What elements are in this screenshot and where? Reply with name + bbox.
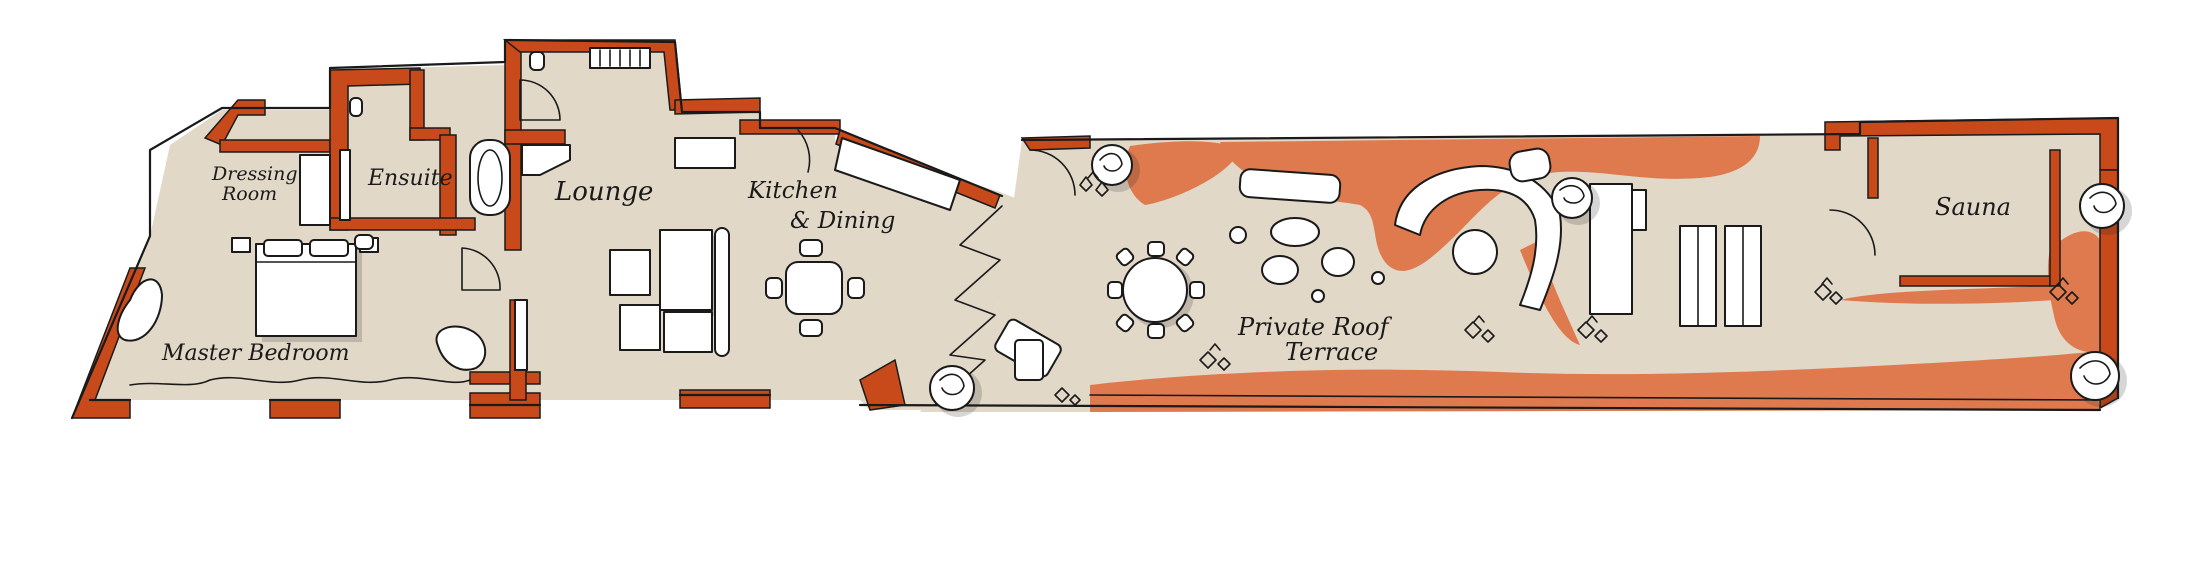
wall-lounge-bottom-left bbox=[469, 371, 541, 385]
plant-icon bbox=[2049, 277, 2079, 305]
wall-lounge-bottom bbox=[679, 389, 771, 409]
room-label-terrace-line2: Terrace bbox=[1285, 338, 1378, 366]
plant-icon bbox=[1577, 315, 1608, 343]
kitchen-island bbox=[834, 137, 961, 211]
dining-table-icon bbox=[765, 239, 865, 337]
wall-dressing-mid bbox=[219, 139, 331, 153]
planting-bed-right bbox=[2047, 231, 2100, 353]
tree-icon bbox=[2070, 351, 2127, 407]
wall-bedroom-bottom-1 bbox=[269, 399, 341, 419]
tree-icon bbox=[1551, 177, 1600, 225]
plants bbox=[929, 144, 2132, 417]
pouf bbox=[1321, 247, 1355, 277]
room-label-dressing-line1: Dressing bbox=[211, 163, 298, 185]
room-label-dressing-line2: Room bbox=[221, 183, 277, 205]
folding-doors bbox=[934, 205, 1003, 406]
door-swing-icon bbox=[1829, 209, 1876, 256]
planting-bed-sauna-front bbox=[1840, 286, 2060, 304]
planting-bed-top bbox=[1125, 141, 1240, 205]
wardrobe bbox=[299, 154, 331, 226]
stool bbox=[1311, 289, 1325, 303]
room-labels: Dressing Room Ensuite Lounge Kitchen & D… bbox=[161, 163, 2011, 366]
door-swings bbox=[461, 79, 1876, 406]
wall-sauna-right bbox=[2049, 149, 2061, 287]
wall-lounge-left bbox=[504, 39, 522, 251]
wall-sauna-bottom bbox=[1899, 275, 2051, 287]
terrace-bench bbox=[1589, 183, 1633, 315]
pouf bbox=[1270, 217, 1320, 247]
room-label-kitchen-line2: & Dining bbox=[790, 208, 895, 234]
ensuite-vanity bbox=[521, 144, 571, 176]
toilet-2 bbox=[529, 51, 545, 71]
door-swing-icon bbox=[1029, 149, 1076, 196]
tree-icon bbox=[929, 365, 982, 417]
wall-ensuite-div bbox=[439, 134, 457, 236]
bath-icon bbox=[469, 139, 511, 216]
wall-lounge-left-stub bbox=[504, 129, 566, 145]
toilet bbox=[349, 97, 363, 117]
pouf bbox=[1261, 255, 1299, 285]
plant-icon bbox=[1464, 315, 1495, 343]
plant-icon bbox=[1814, 277, 1843, 305]
curved-sofa bbox=[1394, 147, 1562, 311]
wall-sauna-inner bbox=[1867, 137, 1879, 199]
door-swing-icon bbox=[797, 129, 811, 173]
armchair-icon bbox=[435, 325, 486, 371]
sun-lounger-icon bbox=[1238, 168, 1342, 204]
floor-area bbox=[72, 48, 2118, 418]
terrace-bench-cushion bbox=[1631, 189, 1647, 231]
wall-terrace-top bbox=[1020, 135, 1091, 151]
sofa-icon bbox=[609, 227, 730, 357]
room-label-kitchen-line1: Kitchen bbox=[747, 178, 838, 204]
walls bbox=[70, 39, 2119, 419]
room-label-lounge: Lounge bbox=[554, 177, 653, 207]
terrace-dining-table bbox=[1107, 241, 1205, 339]
stool bbox=[1229, 226, 1247, 244]
door-swing-icon bbox=[461, 247, 501, 291]
terrace-floor bbox=[920, 128, 2118, 412]
wall-ensuite-bottom bbox=[329, 217, 476, 231]
wall-lounge-top bbox=[502, 39, 683, 111]
stool bbox=[1371, 271, 1385, 285]
plant-icon bbox=[1054, 387, 1081, 406]
room-label-sauna: Sauna bbox=[1935, 193, 2011, 221]
room-label-ensuite: Ensuite bbox=[367, 166, 453, 191]
plant-icon bbox=[1079, 171, 1109, 197]
bedroom-dresser bbox=[514, 299, 528, 371]
furniture bbox=[116, 47, 1762, 381]
door-swing-icon bbox=[519, 79, 561, 121]
bedroom-chaise bbox=[116, 278, 163, 342]
bedside-table-left bbox=[231, 237, 251, 253]
tree-icon bbox=[2079, 183, 2132, 235]
plant-icon bbox=[1199, 343, 1231, 371]
planting-bed-top-long bbox=[1220, 136, 1760, 271]
terrace-cabinet bbox=[1014, 339, 1044, 381]
bed-icon bbox=[255, 239, 362, 342]
kitchen-counter bbox=[674, 137, 736, 169]
tree-icon bbox=[1091, 144, 1140, 192]
shower bbox=[339, 149, 351, 221]
basin bbox=[354, 234, 374, 250]
room-label-terrace-line1: Private Roof bbox=[1237, 313, 1393, 341]
room-label-master-bedroom: Master Bedroom bbox=[161, 341, 349, 366]
